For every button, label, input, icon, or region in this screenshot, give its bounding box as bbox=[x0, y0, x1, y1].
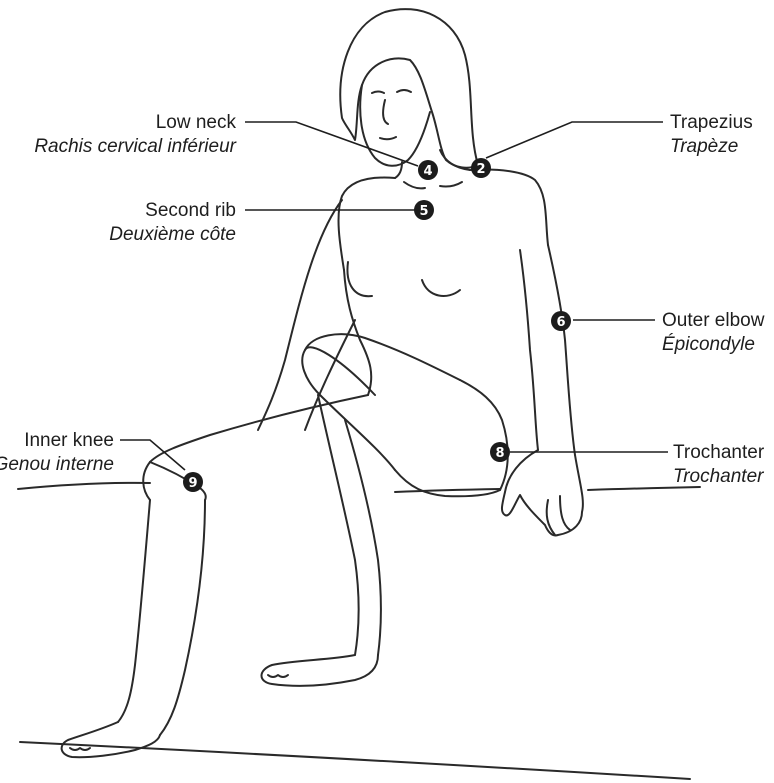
toes-lower bbox=[70, 748, 90, 750]
arm-left-inner bbox=[305, 320, 355, 430]
hand-right bbox=[502, 450, 583, 535]
figure bbox=[62, 9, 583, 757]
label-outer-elbow-en: Outer elbow bbox=[662, 310, 765, 331]
eye-left bbox=[372, 92, 384, 94]
label-trochanter-fr: Trochanter bbox=[673, 466, 764, 487]
leader-low-neck bbox=[245, 122, 418, 166]
label-inner-knee-en: Inner knee bbox=[24, 430, 114, 451]
mouth bbox=[380, 137, 396, 139]
label-outer-elbow-fr: Épicondyle bbox=[662, 334, 755, 355]
hand-right-fingers bbox=[547, 496, 570, 535]
marker-inner-knee: 9 bbox=[183, 472, 203, 492]
label-second-rib-fr: Deuxième côte bbox=[109, 224, 236, 245]
leader-lines bbox=[120, 122, 668, 470]
arm-left-outer bbox=[258, 200, 342, 430]
label-low-neck-en: Low neck bbox=[156, 112, 237, 133]
leader-inner-knee bbox=[120, 440, 185, 470]
arm-right-inner bbox=[520, 250, 538, 450]
svg-text:4: 4 bbox=[423, 164, 432, 179]
marker-second-rib: 5 bbox=[414, 200, 434, 220]
breast-right bbox=[422, 280, 460, 296]
arm-right-outer bbox=[548, 245, 575, 455]
collarbone-right bbox=[440, 182, 462, 187]
nose bbox=[383, 100, 388, 124]
label-inner-knee-fr: Genou interne bbox=[0, 454, 114, 475]
marker-low-neck: 4 bbox=[418, 160, 438, 180]
eye-right bbox=[397, 90, 411, 92]
bench-edge-middle bbox=[395, 489, 500, 492]
markers: 4 2 5 6 9 8 bbox=[183, 158, 571, 492]
svg-text:6: 6 bbox=[556, 315, 565, 330]
label-low-neck-fr: Rachis cervical inférieur bbox=[34, 136, 236, 157]
label-trapezius-en: Trapezius bbox=[670, 112, 753, 133]
label-second-rib-en: Second rib bbox=[145, 200, 236, 221]
breast-left bbox=[347, 262, 372, 296]
scene-lines bbox=[18, 483, 700, 779]
marker-trapezius: 2 bbox=[471, 158, 491, 178]
bench-edge-right bbox=[588, 487, 700, 490]
shoulder-left bbox=[338, 178, 395, 270]
svg-text:9: 9 bbox=[188, 476, 197, 491]
face bbox=[360, 85, 430, 166]
svg-text:2: 2 bbox=[476, 162, 485, 177]
labels: Low neck Rachis cervical inférieur Trape… bbox=[0, 112, 765, 487]
toes-raised bbox=[268, 675, 288, 677]
marker-trochanter: 8 bbox=[490, 442, 510, 462]
label-trochanter-en: Trochanter bbox=[673, 442, 765, 463]
foot-lower bbox=[62, 722, 160, 757]
thigh-raised-top bbox=[302, 347, 395, 470]
floor-line bbox=[20, 742, 690, 779]
shin-lower-back bbox=[160, 500, 205, 735]
foot-raised bbox=[262, 655, 379, 686]
shin-raised-front bbox=[318, 395, 359, 655]
shoulder-right bbox=[470, 169, 548, 245]
bench-edge-left bbox=[18, 483, 150, 489]
collarbone-left bbox=[404, 182, 425, 188]
marker-outer-elbow: 6 bbox=[551, 311, 571, 331]
shin-lower-front bbox=[118, 500, 150, 722]
knee-lower bbox=[143, 462, 150, 500]
svg-text:8: 8 bbox=[495, 446, 504, 461]
leader-trapezius bbox=[486, 122, 663, 158]
label-trapezius-fr: Trapèze bbox=[670, 136, 738, 157]
svg-text:5: 5 bbox=[419, 204, 428, 219]
shin-raised bbox=[460, 380, 508, 490]
